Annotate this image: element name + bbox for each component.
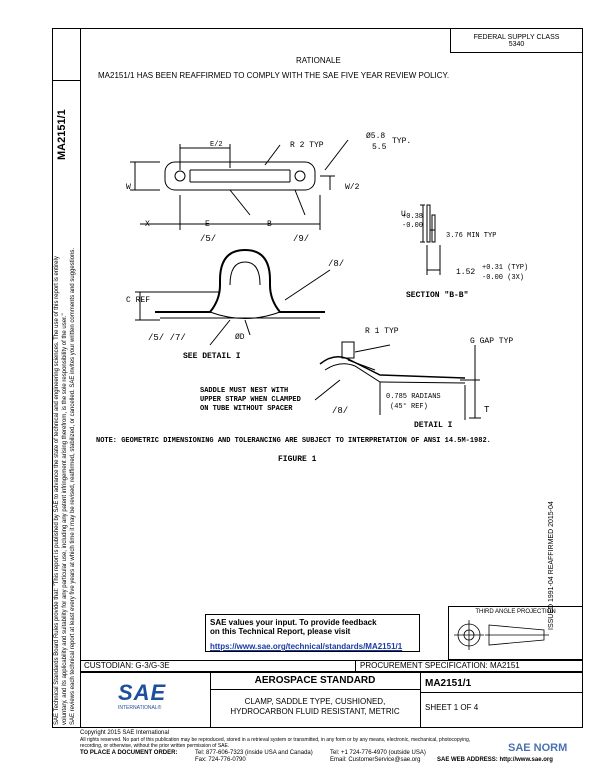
- sheet-number: SHEET 1 OF 4: [425, 703, 479, 712]
- figure-label: FIGURE 1: [278, 455, 317, 464]
- sae-logo-sub: INTERNATIONAL®: [118, 705, 162, 711]
- tol-minus-000: -0.00: [402, 222, 424, 230]
- see-detail-label: SEE DETAIL I: [183, 352, 241, 361]
- label-x: X: [145, 220, 150, 229]
- tel-2: Tel: +1 724-776-4970 (outside USA): [330, 750, 426, 756]
- saddle-note-1: SADDLE MUST NEST WITH: [200, 387, 289, 395]
- label-e: E: [205, 220, 210, 229]
- projection-label: THIRD ANGLE PROJECTION: [475, 609, 556, 615]
- rationale-text: MA2151/1 HAS BEEN REAFFIRMED TO COMPLY W…: [98, 71, 450, 80]
- label-phi-d: ØD: [235, 333, 245, 342]
- title-divider-3: [210, 689, 420, 690]
- label-1-52: 1.52: [456, 268, 476, 277]
- detail-i-label: DETAIL I: [414, 421, 453, 430]
- fax: Fax: 724-776-0790: [195, 757, 246, 763]
- label-t: T: [484, 405, 490, 415]
- procurement-label: PROCUREMENT SPECIFICATION: MA2151: [360, 661, 520, 670]
- disclaimer-line-1: SAE Technical Standards Board Rules prov…: [54, 256, 60, 725]
- mount-hole-left: [174, 170, 186, 182]
- copyright: Copyright 2015 SAE International: [80, 730, 170, 736]
- note-9: /9/: [293, 234, 310, 244]
- order-label: TO PLACE A DOCUMENT ORDER:: [80, 750, 178, 756]
- label-r2-typ: R 2 TYP: [290, 141, 324, 150]
- saddle-outer: [155, 248, 325, 313]
- label-degrees: (45° REF): [390, 403, 428, 411]
- note-5-7: /5/ /7/: [148, 333, 186, 343]
- band-divider: [52, 80, 80, 81]
- stamp-line-2: 5340: [508, 41, 525, 48]
- feedback-line-1: SAE values your input. To provide feedba…: [210, 618, 377, 627]
- supply-class-stamp: FEDERAL SUPPLY CLASS 5340: [450, 28, 583, 53]
- custodian-row: [80, 660, 583, 672]
- disclaimer-line-2: voluntary, and its applicability and sui…: [62, 313, 68, 725]
- label-r1-typ: R 1 TYP: [365, 327, 399, 336]
- custodian-divider: [355, 660, 356, 672]
- label-g-gap: G GAP TYP: [470, 337, 514, 346]
- email: Email: CustomerService@sae.org: [330, 757, 421, 763]
- rationale-title: RATIONALE: [296, 56, 341, 65]
- gdt-note: NOTE: GEOMETRIC DIMENSIONING AND TOLERAN…: [96, 437, 491, 445]
- tol-minus-000-3x: -0.00 (3X): [482, 274, 525, 282]
- title-divider-4: [420, 692, 583, 693]
- label-radians: 0.785 RADIANS: [386, 393, 441, 401]
- stamp-line-1: FEDERAL SUPPLY CLASS: [473, 34, 560, 41]
- label-c-ref: C REF: [126, 296, 151, 305]
- label-typ: TYP.: [392, 137, 412, 146]
- label-phi-2: 5.5: [372, 143, 387, 152]
- sae-logo: SAE: [118, 680, 167, 705]
- section-b-b-label: SECTION "B-B": [406, 291, 469, 300]
- label-w-half: W/2: [345, 183, 360, 192]
- custodian-label: CUSTODIAN: G-3/G-3E: [84, 661, 170, 670]
- label-e-half: E/2: [210, 141, 223, 149]
- title-divider-2: [420, 672, 421, 728]
- title-line-1: CLAMP, SADDLE TYPE, CUSHIONED,: [244, 697, 386, 706]
- tel-1: Tel: 877-606-7323 (inside USA and Canada…: [195, 750, 313, 756]
- tol-plus-038: +0.38: [402, 213, 424, 221]
- left-band: [52, 28, 80, 728]
- feedback-line-2: on this Technical Report, please visit: [210, 627, 351, 636]
- title-line-2: HYDROCARBON FLUID RESISTANT, METRIC: [230, 707, 400, 716]
- projection-symbol: [454, 620, 549, 650]
- label-phi: Ø5.8: [366, 132, 386, 141]
- rights-line-1: All rights reserved. No part of this pub…: [80, 737, 471, 743]
- title-block: [80, 672, 583, 728]
- projection-box: THIRD ANGLE PROJECTION: [448, 606, 583, 660]
- watermark: SAE NORM: [508, 742, 568, 754]
- disclaimer-line-3: SAE reviews each technical report at lea…: [70, 247, 76, 725]
- detail-strap: [319, 356, 466, 379]
- mount-hole-right: [294, 170, 306, 182]
- note-8-a: /8/: [328, 259, 345, 269]
- saddle-note-3: ON TUBE WITHOUT SPACER: [200, 405, 293, 413]
- document-number: MA2151/1: [425, 678, 472, 689]
- title-divider-1: [210, 672, 211, 728]
- label-w: W: [126, 183, 131, 192]
- strap-outline: [164, 161, 316, 191]
- label-u: U: [401, 210, 406, 219]
- label-b: B: [267, 220, 272, 229]
- standard-label: AEROSPACE STANDARD: [254, 675, 376, 686]
- feedback-link[interactable]: https://www.sae.org/technical/standards/…: [210, 642, 403, 651]
- web-address[interactable]: SAE WEB ADDRESS: http://www.sae.org: [437, 757, 553, 763]
- note-5-top: /5/: [200, 234, 217, 244]
- clamp-drawing: [130, 139, 481, 420]
- label-min-typ: 3.76 MIN TYP: [446, 232, 497, 240]
- saddle-note-2: UPPER STRAP WHEN CLAMPED: [200, 396, 301, 404]
- note-8-b: /8/: [332, 406, 349, 416]
- feedback-box: SAE values your input. To provide feedba…: [205, 614, 420, 652]
- sidebar-doc-number: MA2151/1: [56, 109, 68, 160]
- rights-line-2: recording, or otherwise, without the pri…: [80, 743, 230, 749]
- tol-plus-031: +0.31 (TYP): [482, 264, 529, 272]
